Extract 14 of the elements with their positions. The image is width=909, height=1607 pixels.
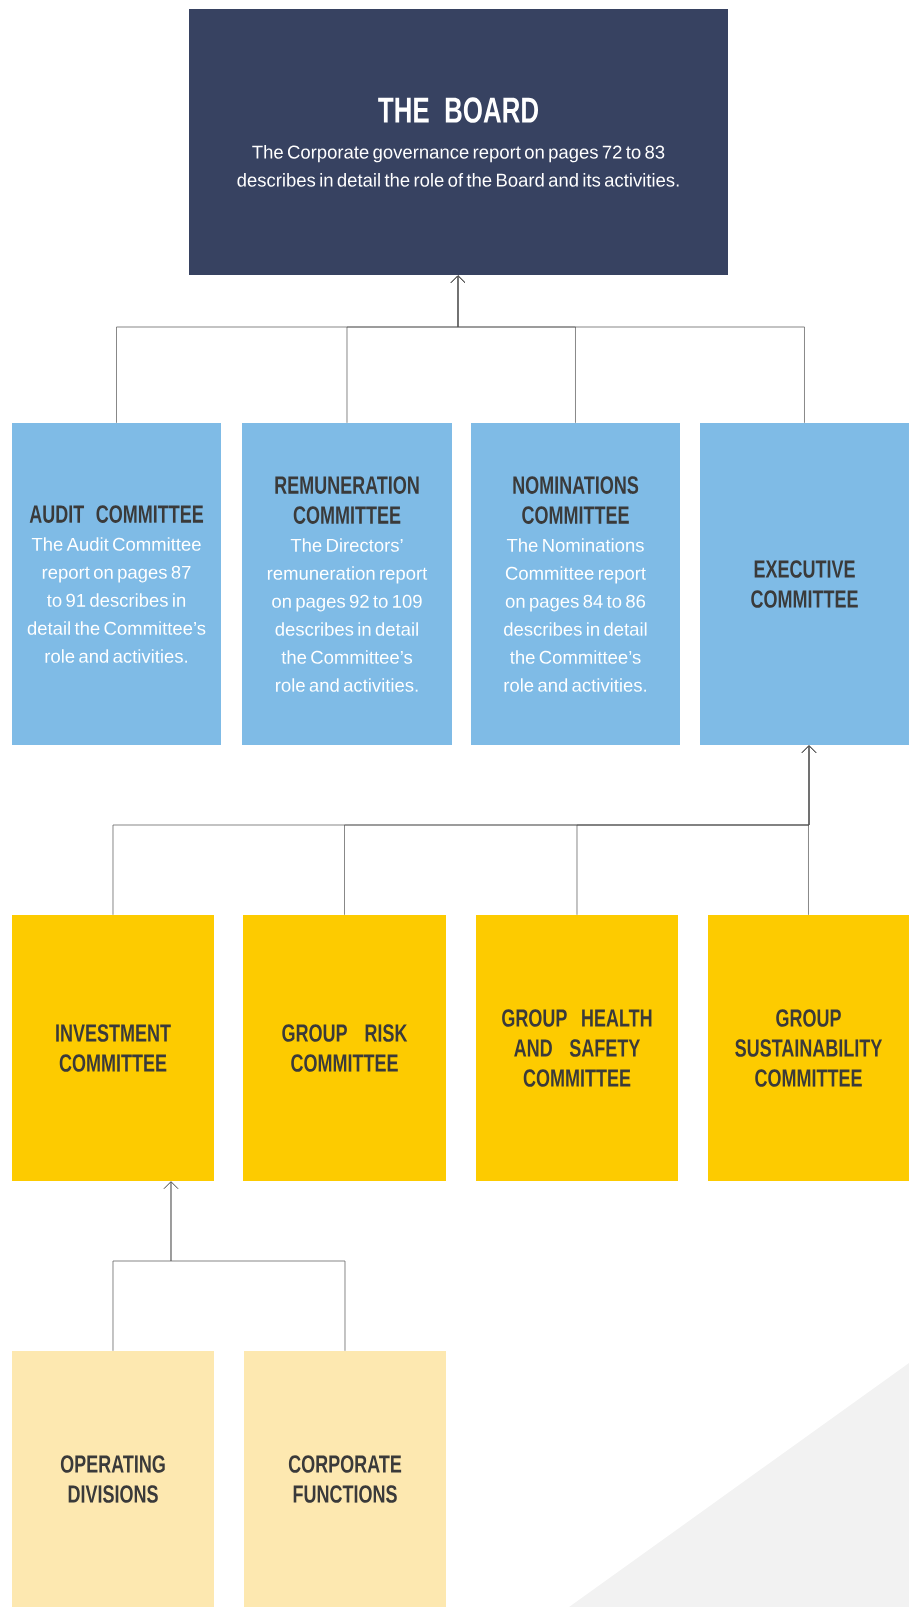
connector-arrow xyxy=(163,1181,346,1352)
connector-arrow xyxy=(450,275,805,424)
committee-box: EXECUTIVE COMMITTEE xyxy=(700,423,909,745)
board-box: THE BOARD The Corporate governance report on pages 72 to 83 describes in detail the role of the Board and its activities. xyxy=(189,9,728,275)
committee-box: OPERATING DIVISIONS xyxy=(12,1351,214,1607)
committee-box: GROUP SUSTAINABILITY COMMITTEE xyxy=(708,915,909,1181)
committee-box: INVESTMENT COMMITTEE xyxy=(12,915,214,1181)
committee-box: REMUNERATION COMMITTEE The Directors’ remuneration report on pages 92 to 109 describes in detail the Committee’s role and activities. xyxy=(242,423,452,745)
connector-arrow xyxy=(801,745,817,916)
committee-box: CORPORATE FUNCTIONS xyxy=(244,1351,446,1607)
committee-box: GROUP RISK COMMITTEE xyxy=(243,915,446,1181)
committee-box: NOMINATIONS COMMITTEE The Nominations Committee report on pages 84 to 86 describes in detail the Committee’s role and activities. xyxy=(471,423,680,745)
committee-box: AUDIT COMMITTEE The Audit Committee report on pages 87 to 91 describes in detail the Committee’s role and activities. xyxy=(12,423,221,745)
committee-box: GROUP HEALTH AND SAFETY COMMITTEE xyxy=(476,915,678,1181)
